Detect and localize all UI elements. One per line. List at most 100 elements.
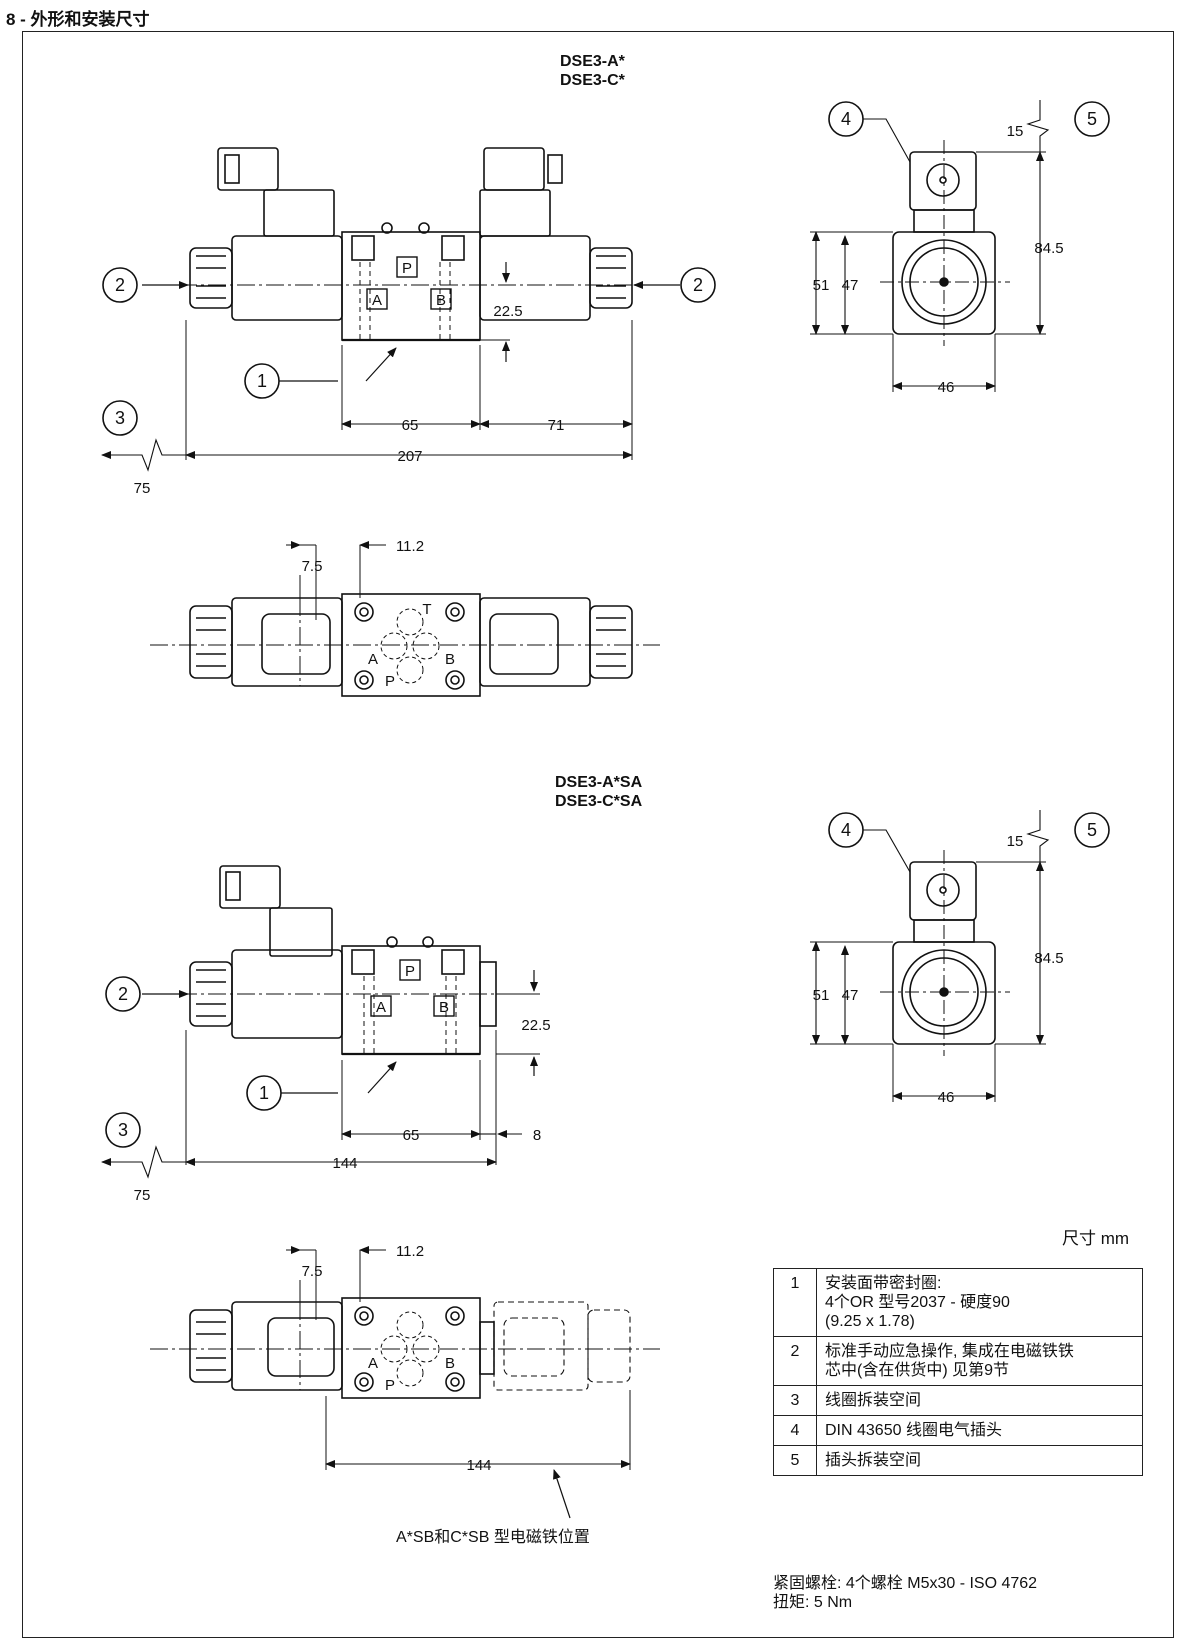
callout-2: 2: [118, 984, 128, 1004]
dim-84-5: 84.5: [1034, 240, 1063, 257]
legend-line: 芯中(含在供货中) 见第9节: [825, 1362, 1010, 1379]
dim-47: 47: [842, 277, 859, 294]
legend-text: 安装面带密封圈: 4个OR 型号2037 - 硬度90 (9.25 x 1.78…: [816, 1268, 1143, 1337]
port-label-a: A: [376, 999, 386, 1016]
callout-4: 4: [841, 820, 851, 840]
dim-47: 47: [842, 987, 859, 1004]
dim-7-5: 7.5: [302, 558, 323, 575]
callout-1: 1: [257, 371, 267, 391]
callout-circle: [102, 267, 138, 303]
dim-22-5: 22.5: [493, 303, 522, 320]
model-label-line: DSE3-A*SA: [555, 774, 643, 791]
dim-46: 46: [938, 1089, 955, 1106]
sb-position-caption: A*SB和C*SB 型电磁铁位置: [396, 1529, 590, 1546]
dim-11-2: 11.2: [396, 538, 424, 555]
port-label-p: P: [402, 260, 412, 277]
legend-line: (9.25 x 1.78): [825, 1313, 915, 1330]
drawing-frame: [22, 31, 1174, 1638]
callout-circle: [828, 812, 864, 848]
fastening-line: 紧固螺栓: 4个螺栓 M5x30 - ISO 4762: [773, 1575, 1038, 1592]
dim-207: 207: [397, 448, 422, 465]
callout-circle: [105, 976, 141, 1012]
legend-text: 线圈拆装空间: [816, 1385, 1143, 1416]
model-label-top: DSE3-A* DSE3-C*: [560, 52, 625, 90]
legend-text: DIN 43650 线圈电气插头: [816, 1415, 1143, 1446]
legend-number: 5: [773, 1445, 817, 1476]
dim-65: 65: [403, 1127, 420, 1144]
legend-line: 安装面带密封圈:: [825, 1275, 942, 1292]
dim-84-5: 84.5: [1034, 950, 1063, 967]
dim-75: 75: [134, 1187, 151, 1204]
port-label-b: B: [436, 292, 446, 309]
callout-circle: [102, 400, 138, 436]
side-view-double: [101, 147, 680, 472]
callout-circle: [105, 1112, 141, 1148]
port-label-a: A: [368, 651, 378, 668]
legend-text: 插头拆装空间: [816, 1445, 1143, 1476]
dim-11-2: 11.2: [396, 1243, 424, 1260]
legend-number: 3: [773, 1385, 817, 1416]
end-view-top: [810, 100, 1050, 392]
legend-line: 线圈拆装空间: [825, 1392, 922, 1409]
callout-2: 2: [115, 275, 125, 295]
legend-row: 3 线圈拆装空间: [773, 1385, 1143, 1416]
port-label-t: T: [422, 601, 431, 618]
dim-46: 46: [938, 379, 955, 396]
dim-144: 144: [466, 1457, 491, 1474]
dim-65: 65: [402, 417, 419, 434]
dim-8: 8: [533, 1127, 541, 1144]
legend-line: 4个OR 型号2037 - 硬度90: [825, 1294, 1010, 1311]
legend-row: 4 DIN 43650 线圈电气插头: [773, 1415, 1143, 1446]
legend-row: 5 插头拆装空间: [773, 1445, 1143, 1476]
model-label-line: DSE3-C*: [560, 72, 625, 89]
units-label: 尺寸 mm: [1062, 1229, 1130, 1248]
dim-71: 71: [548, 417, 565, 434]
dim-51: 51: [813, 987, 830, 1004]
callout-3: 3: [115, 408, 125, 428]
legend-line: DIN 43650 线圈电气插头: [825, 1422, 1002, 1439]
callout-circle: [680, 267, 716, 303]
callout-5: 5: [1087, 109, 1097, 129]
legend-line: 插头拆装空间: [825, 1452, 922, 1469]
port-label-p: P: [385, 1377, 395, 1394]
callout-circle: [246, 1075, 282, 1111]
callout-circle: [1074, 101, 1110, 137]
port-label-b: B: [445, 1355, 455, 1372]
callout-circle: [1074, 812, 1110, 848]
legend-text: 标准手动应急操作, 集成在电磁铁铁 芯中(含在供货中) 见第9节: [816, 1336, 1143, 1386]
port-label-b: B: [439, 999, 449, 1016]
legend-row: 1 安装面带密封圈: 4个OR 型号2037 - 硬度90 (9.25 x 1.…: [773, 1268, 1143, 1337]
legend-row: 2 标准手动应急操作, 集成在电磁铁铁 芯中(含在供货中) 见第9节: [773, 1336, 1143, 1386]
callout-5: 5: [1087, 820, 1097, 840]
side-view-single: [101, 865, 540, 1179]
callout-1: 1: [259, 1083, 269, 1103]
model-label-sa: DSE3-A*SA DSE3-C*SA: [555, 773, 642, 811]
dim-15: 15: [1007, 833, 1024, 850]
dim-144: 144: [332, 1155, 357, 1172]
model-label-line: DSE3-C*SA: [555, 793, 643, 810]
legend-number: 1: [773, 1268, 817, 1337]
port-label-a: A: [372, 292, 382, 309]
port-label-p: P: [405, 963, 415, 980]
callout-3: 3: [118, 1120, 128, 1140]
section-title: 8 - 外形和安装尺寸: [6, 10, 150, 29]
dim-7-5: 7.5: [302, 1263, 323, 1280]
end-view-single: [810, 810, 1050, 1102]
port-label-p: P: [385, 673, 395, 690]
top-view-single: [150, 1246, 660, 1519]
legend-line: 标准手动应急操作, 集成在电磁铁铁: [825, 1343, 1074, 1360]
dim-15: 15: [1007, 123, 1024, 140]
fastening-note: 紧固螺栓: 4个螺栓 M5x30 - ISO 4762 扭矩: 5 Nm: [773, 1574, 1037, 1612]
legend-number: 4: [773, 1415, 817, 1446]
dim-22-5: 22.5: [521, 1017, 550, 1034]
top-view-double: [150, 541, 660, 697]
dim-75: 75: [134, 480, 151, 497]
fastening-line: 扭矩: 5 Nm: [773, 1594, 853, 1611]
callout-2: 2: [693, 275, 703, 295]
legend-table: 1 安装面带密封圈: 4个OR 型号2037 - 硬度90 (9.25 x 1.…: [773, 1268, 1143, 1476]
dim-51: 51: [813, 277, 830, 294]
port-label-a: A: [368, 1355, 378, 1372]
callout-circle: [244, 363, 280, 399]
callout-4: 4: [841, 109, 851, 129]
